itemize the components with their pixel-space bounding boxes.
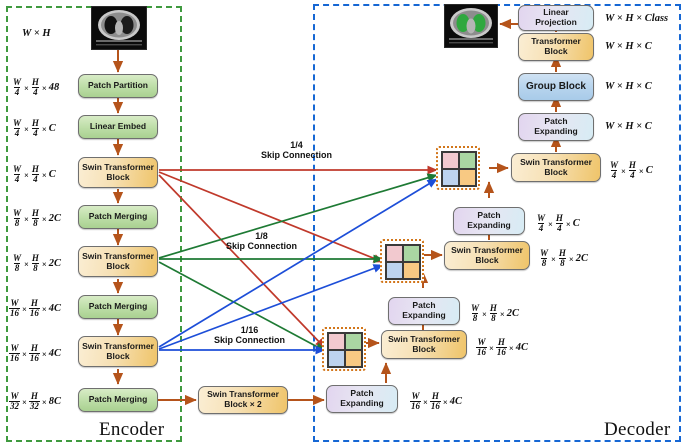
block-patch-merging-2[interactable]: Patch Merging [78, 295, 158, 319]
block-decoder-swin-16[interactable]: Swin Transformer Block [381, 330, 467, 359]
concat-node-eighth[interactable] [380, 239, 424, 283]
input-dimension-label: W × H [22, 28, 51, 39]
dim-linear-projection: W × H × Class [605, 13, 669, 24]
skip-connection-eighth [158, 173, 438, 352]
dim-group-block: W × H × C [605, 81, 652, 92]
block-bottleneck-swin[interactable]: Swin Transformer Block × 2 [198, 386, 288, 414]
concat-quadrant-top-left [442, 152, 459, 169]
block-patch-expanding-16[interactable]: Patch Expanding [326, 385, 398, 413]
block-swin-transformer-3[interactable]: Swin Transformer Block [78, 336, 158, 367]
dim-transformer-block: W × H × C [605, 41, 652, 52]
block-decoder-swin-8[interactable]: Swin Transformer Block [444, 241, 530, 270]
input-scan-image [91, 6, 147, 50]
dim-patch-expanding-head: W × H × C [605, 121, 652, 132]
block-swin-transformer-2[interactable]: Swin Transformer Block [78, 246, 158, 277]
concat-quadrant-top-left [328, 333, 345, 350]
block-transformer-block[interactable]: Transformer Block [518, 33, 594, 61]
block-patch-partition[interactable]: Patch Partition [78, 74, 158, 98]
concat-quadrant-top-right [403, 245, 420, 262]
concat-quadrant-bottom-right [345, 350, 362, 367]
concat-quadrant-top-right [459, 152, 476, 169]
concat-node-quarter[interactable] [436, 146, 480, 190]
concat-quadrant-bottom-left [442, 169, 459, 186]
concat-quadrant-bottom-right [459, 169, 476, 186]
skip-label-sixteenth: 1/16 Skip Connection [214, 325, 286, 346]
output-scan-image [444, 4, 498, 48]
block-patch-expanding-8[interactable]: Patch Expanding [388, 297, 460, 325]
concat-quadrant-bottom-right [403, 262, 420, 279]
concat-quadrant-top-left [386, 245, 403, 262]
decoder-region-label: Decoder [604, 419, 671, 440]
block-patch-merging-1[interactable]: Patch Merging [78, 205, 158, 229]
bottleneck-arrows [158, 362, 392, 406]
block-group-block[interactable]: Group Block [518, 73, 594, 101]
block-linear-embed[interactable]: Linear Embed [78, 115, 158, 139]
concat-quadrant-top-right [345, 333, 362, 350]
concat-node-sixteenth[interactable] [322, 327, 366, 371]
encoder-region-label: Encoder [99, 419, 165, 440]
block-swin-transformer-1[interactable]: Swin Transformer Block [78, 157, 158, 188]
concat-quadrant-bottom-left [328, 350, 345, 367]
block-patch-expanding-head[interactable]: Patch Expanding [518, 113, 594, 141]
block-patch-merging-3[interactable]: Patch Merging [78, 388, 158, 412]
skip-label-eighth: 1/8 Skip Connection [226, 231, 298, 252]
skip-connection-sixteenth [158, 178, 438, 355]
block-decoder-swin-4[interactable]: Swin Transformer Block [511, 153, 601, 182]
skip-connection-quarter [158, 165, 438, 349]
block-patch-expanding-4[interactable]: Patch Expanding [453, 207, 525, 235]
skip-label-quarter: 1/4 Skip Connection [261, 140, 333, 161]
block-linear-projection[interactable]: Linear Projection [518, 5, 594, 31]
concat-quadrant-bottom-left [386, 262, 403, 279]
